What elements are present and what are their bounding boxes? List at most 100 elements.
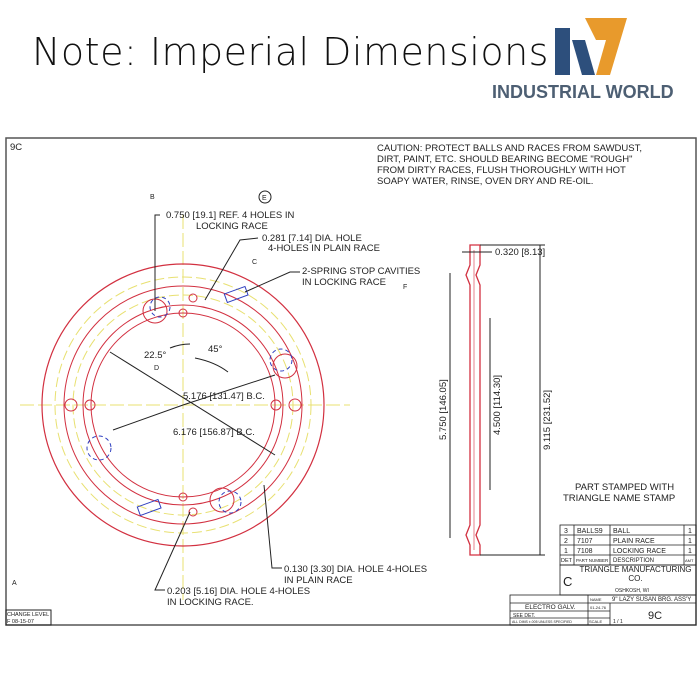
scale-label: SCALE bbox=[589, 619, 602, 624]
callout-plain-hole: 4-HOLES IN PLAIN RACE bbox=[268, 243, 380, 254]
callout-spring-stop: IN LOCKING RACE bbox=[302, 277, 386, 288]
change-level-value: F 08-15-07 bbox=[7, 619, 34, 625]
angle-label: 45° bbox=[208, 344, 223, 355]
spring-stop-cavity bbox=[136, 498, 162, 517]
bom-desc: PLAIN RACE bbox=[613, 538, 655, 545]
marker-d: D bbox=[154, 365, 159, 372]
company-city: OSHKOSH, WI bbox=[615, 588, 649, 594]
leader bbox=[154, 511, 191, 591]
change-level-block: CHANGE LEVEL F 08-15-07 bbox=[5, 609, 52, 626]
yellow-ring bbox=[72, 294, 294, 516]
bom-det: 2 bbox=[564, 538, 568, 545]
drawing-date: 01-24-76 bbox=[590, 605, 607, 610]
plain-hole bbox=[178, 308, 188, 318]
ref-hole bbox=[209, 487, 235, 513]
caution-line: SOAPY WATER, RINSE, OVEN DRY AND RE-OIL. bbox=[377, 176, 593, 187]
bom-row: 3 BALLS9 BALL 1 bbox=[564, 528, 692, 535]
bom-part: 7107 bbox=[577, 538, 593, 545]
name-label: NAME bbox=[590, 597, 602, 602]
angle-arc bbox=[194, 357, 229, 373]
stamp-note: PART STAMPED WITH bbox=[575, 482, 674, 493]
marker-c: C bbox=[252, 259, 257, 266]
bom-header-desc: DESCRIPTION bbox=[613, 558, 654, 564]
yellow-ring bbox=[54, 276, 312, 534]
logo-mark-blue-w bbox=[572, 40, 595, 75]
leader bbox=[263, 484, 282, 569]
ball-cavity bbox=[269, 348, 293, 372]
locking-hole bbox=[288, 398, 302, 412]
bc-inner-label: 5.176 [131.47] B.C. bbox=[183, 391, 265, 402]
logo-mark-blue bbox=[555, 28, 570, 75]
bom-det: 3 bbox=[564, 528, 568, 535]
section-profile bbox=[465, 244, 481, 556]
bom-row: 2 7107 PLAIN RACE 1 bbox=[564, 538, 692, 545]
plain-hole bbox=[270, 399, 282, 411]
dim-5750-label: 5.750 [146.05] bbox=[438, 379, 449, 440]
plan-labels: 0.750 [19.1] REF. 4 HOLES IN LOCKING RAC… bbox=[12, 190, 427, 608]
bom-amt: 1 bbox=[688, 548, 692, 555]
marker-e bbox=[258, 190, 272, 204]
logo-mark-orange bbox=[585, 18, 627, 75]
company-name: TRIANGLE MANUFACTURING CO. bbox=[579, 565, 692, 583]
thickness-label: 0.320 [8.13] bbox=[495, 247, 545, 258]
angle-arc bbox=[169, 343, 191, 349]
bom-table: 3 BALLS9 BALL 1 2 7107 PLAIN RACE 1 1 71… bbox=[561, 528, 694, 564]
marker-e-label: E bbox=[262, 195, 267, 202]
bom-row: 1 7108 LOCKING RACE 1 bbox=[564, 548, 692, 555]
outer-circle bbox=[41, 263, 325, 547]
bearing-plan-view bbox=[20, 214, 350, 600]
callout-hole-203: IN LOCKING RACE. bbox=[167, 597, 254, 608]
ball-cavity bbox=[218, 490, 242, 514]
drawing-border bbox=[5, 137, 697, 626]
plain-hole bbox=[84, 399, 96, 411]
stamp-note: TRIANGLE NAME STAMP bbox=[563, 493, 675, 504]
dim-4500-label: 4.500 [114.30] bbox=[492, 375, 503, 435]
leader bbox=[204, 237, 259, 301]
caution-line: FROM DIRTY RACES, FLUSH THOROUGHLY WITH … bbox=[377, 165, 626, 176]
caution-line: DIRT, PAINT, ETC. SHOULD BEARING BECOME … bbox=[377, 154, 633, 165]
marker-f: F bbox=[403, 284, 407, 291]
leader bbox=[154, 214, 160, 311]
bc-outer-label: 6.176 [156.87] B.C. bbox=[173, 427, 255, 438]
marker-a: A bbox=[12, 580, 17, 587]
title-block bbox=[509, 524, 697, 626]
leader bbox=[244, 271, 300, 293]
race-circle bbox=[63, 285, 303, 525]
bom-part: BALLS9 bbox=[577, 528, 603, 535]
bom-det: 1 bbox=[564, 548, 568, 555]
bom-desc: BALL bbox=[613, 528, 630, 535]
det-note: SEE DET. bbox=[513, 613, 535, 619]
tolerance-note: ALL DIMS ±.005 UNLESS SPECIFIED bbox=[512, 620, 572, 624]
bom-desc: LOCKING RACE bbox=[613, 548, 666, 555]
callout-spring-stop: 2-SPRING STOP CAVITIES bbox=[302, 266, 420, 277]
inner-circle bbox=[90, 312, 276, 498]
section-view bbox=[449, 244, 545, 556]
callout-hole-130: IN PLAIN RACE bbox=[284, 575, 353, 586]
change-level-label: CHANGE LEVEL bbox=[7, 612, 49, 618]
bom-header-amt: AMT bbox=[685, 558, 694, 563]
angle-label: 22.5° bbox=[144, 350, 166, 361]
callout-ref-holes: LOCKING RACE bbox=[196, 221, 268, 232]
bc-dim-line bbox=[182, 374, 276, 406]
locking-hole bbox=[188, 507, 198, 517]
scale-value: 1 / 1 bbox=[613, 619, 623, 625]
locking-hole bbox=[188, 293, 198, 303]
revision-letter: C bbox=[563, 574, 572, 589]
caution-note: CAUTION: PROTECT BALLS AND RACES FROM SA… bbox=[377, 143, 642, 187]
bom-amt: 1 bbox=[688, 538, 692, 545]
sheet-id-top: 9C bbox=[10, 142, 22, 153]
part-name: 9" LAZY SUSAN BRG. ASS'Y bbox=[612, 597, 691, 603]
callout-ref-holes: 0.750 [19.1] REF. 4 HOLES IN bbox=[166, 210, 294, 221]
callout-hole-130: 0.130 [3.30] DIA. HOLE 4-HOLES bbox=[284, 564, 427, 575]
bc-dim-line bbox=[112, 404, 184, 431]
ref-hole bbox=[272, 353, 298, 379]
ball-cavity bbox=[149, 296, 171, 318]
bom-header-part: PART NUMBER bbox=[576, 558, 609, 563]
ball-cavity bbox=[86, 435, 112, 461]
locking-hole bbox=[64, 398, 78, 412]
dim-9115-label: 9.115 [231.52] bbox=[542, 390, 553, 450]
plain-hole bbox=[178, 492, 188, 502]
bc-dim-line bbox=[109, 351, 276, 456]
